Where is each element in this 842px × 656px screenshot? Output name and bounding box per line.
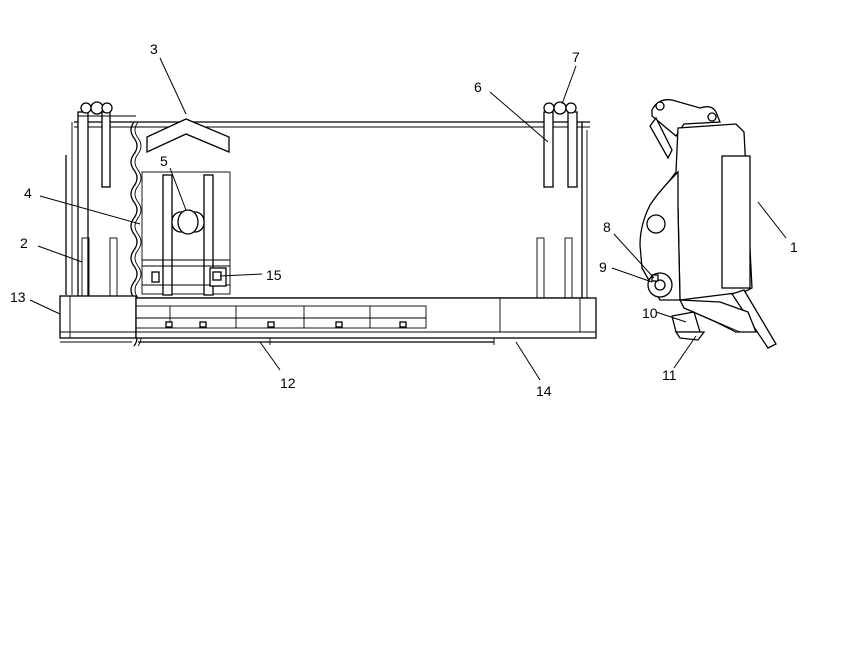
callout-14: 14 bbox=[536, 383, 552, 399]
callout-11: 11 bbox=[662, 367, 677, 383]
callout-10: 10 bbox=[642, 305, 658, 321]
callout-7: 7 bbox=[572, 49, 580, 65]
callout-6: 6 bbox=[474, 79, 482, 95]
callout-1: 1 bbox=[790, 239, 798, 255]
callout-5: 5 bbox=[160, 153, 168, 169]
leader-lines bbox=[29, 57, 787, 381]
callout-4: 4 bbox=[24, 185, 32, 201]
callout-3: 3 bbox=[150, 41, 158, 57]
callout-8: 8 bbox=[603, 219, 611, 235]
front-view bbox=[59, 101, 597, 347]
callout-13: 13 bbox=[10, 289, 26, 305]
callout-labels: 1 2 3 4 5 6 7 8 9 10 11 12 13 14 15 bbox=[10, 41, 798, 399]
callout-2: 2 bbox=[20, 235, 28, 251]
callout-15: 15 bbox=[266, 267, 282, 283]
callout-12: 12 bbox=[280, 375, 296, 391]
callout-9: 9 bbox=[599, 259, 607, 275]
side-view bbox=[639, 99, 777, 349]
